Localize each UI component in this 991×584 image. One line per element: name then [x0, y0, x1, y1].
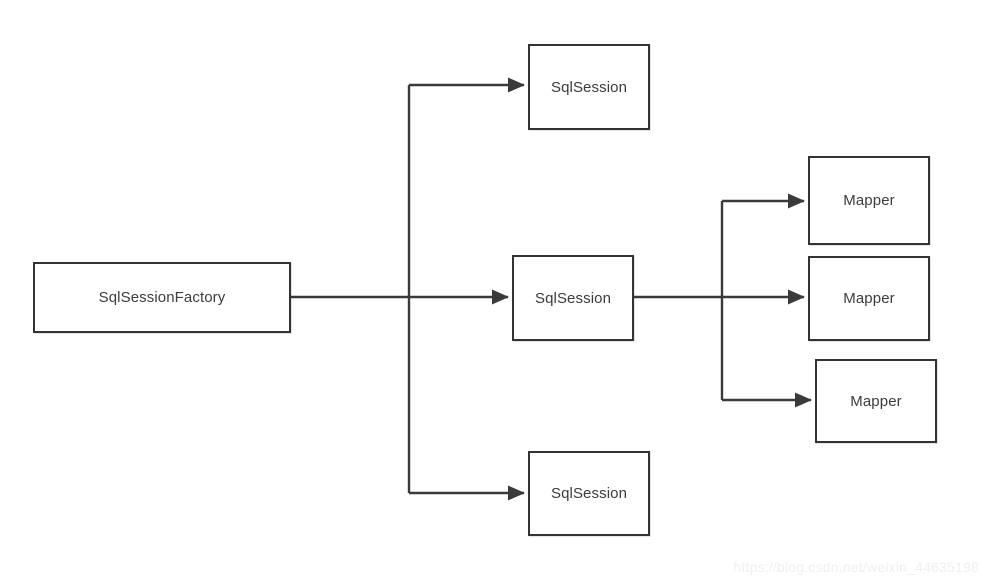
- node-sqlsession-middle[interactable]: SqlSession: [512, 255, 634, 341]
- node-label: SqlSession: [534, 289, 612, 307]
- node-label: SqlSession: [550, 485, 628, 502]
- node-label: Mapper: [843, 192, 895, 209]
- node-label: SqlSession: [550, 78, 628, 96]
- source-watermark: https://blog.csdn.net/weixin_44635198: [733, 559, 979, 575]
- node-mapper-middle[interactable]: Mapper: [808, 256, 930, 341]
- node-sqlsessionfactory[interactable]: SqlSessionFactory: [33, 262, 291, 333]
- node-label: Mapper: [850, 392, 902, 410]
- node-mapper-bottom[interactable]: Mapper: [815, 359, 937, 443]
- node-mapper-top[interactable]: Mapper: [808, 156, 930, 245]
- node-sqlsession-top[interactable]: SqlSession: [528, 44, 650, 130]
- node-sqlsession-bottom[interactable]: SqlSession: [528, 451, 650, 536]
- node-label: SqlSessionFactory: [98, 289, 226, 306]
- node-label: Mapper: [843, 290, 895, 307]
